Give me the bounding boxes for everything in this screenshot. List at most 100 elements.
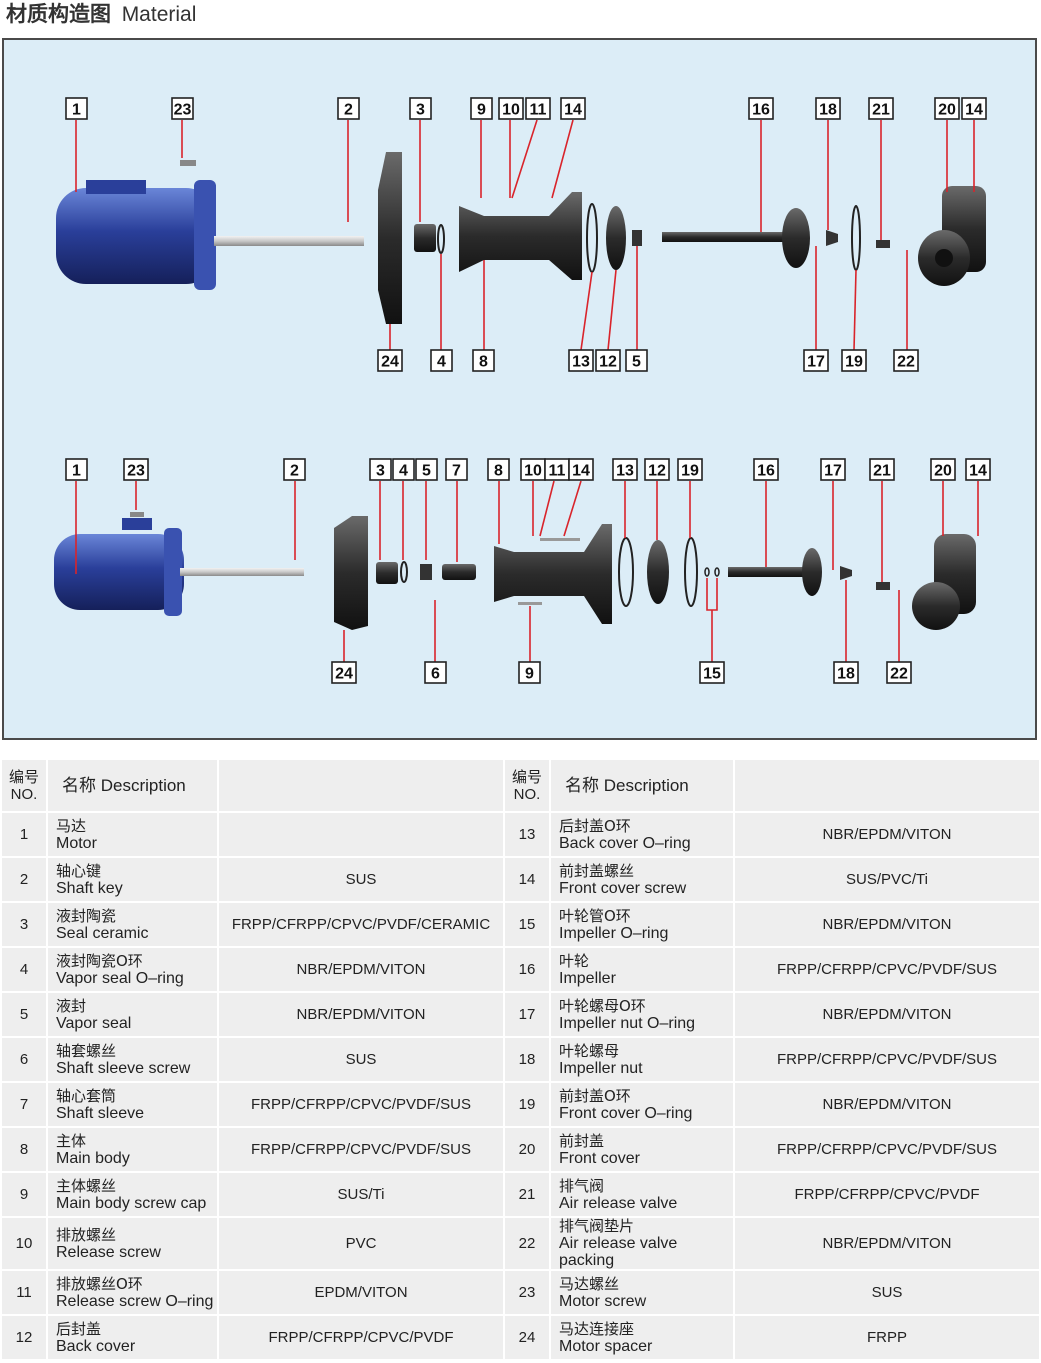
bottom-label-15: 15 (703, 666, 721, 683)
bottom-label-2: 2 (290, 463, 299, 480)
part-name-en: Shaft sleeve screw (56, 1059, 191, 1077)
part-material: SUS (219, 1038, 503, 1081)
part-name-en: Impeller nut (559, 1059, 643, 1077)
top-label-8: 8 (479, 354, 488, 371)
part-name-zh: 液封陶瓷 (56, 906, 117, 925)
part-name-en: Main body screw cap (56, 1194, 207, 1212)
motor-spacer-top (378, 152, 402, 324)
main-body-top (459, 192, 582, 280)
header-no: 编号 NO. (2, 760, 46, 811)
header-no-zh: 编号 (8, 767, 39, 786)
top-label-2: 2 (344, 102, 353, 119)
page-title: 材质构造图 Material (6, 0, 196, 32)
top-label-14b: 14 (965, 102, 983, 119)
impeller-top (662, 208, 810, 268)
top-label-1: 1 (72, 102, 81, 119)
part-no: 24 (505, 1316, 549, 1359)
top-label-22: 22 (897, 354, 915, 371)
header-no-zh-2: 编号 (511, 767, 542, 786)
part-material: SUS (735, 1271, 1039, 1314)
part-material: SUS (219, 858, 503, 901)
top-label-10: 10 (502, 102, 520, 119)
part-name-zh: 排放螺丝 (56, 1225, 117, 1244)
part-material: NBR/EPDM/VITON (735, 1083, 1039, 1126)
impeller-bottom (728, 548, 822, 596)
title-en: Material (121, 3, 197, 26)
part-no: 13 (505, 813, 549, 856)
part-material: NBR/EPDM/VITON (735, 1218, 1039, 1269)
part-name-en: Back cover O–ring (559, 834, 691, 852)
part-name-en: Front cover screw (559, 879, 687, 897)
bottom-label-5: 5 (422, 463, 431, 480)
motor-bottom (54, 518, 304, 616)
header-material (219, 760, 503, 811)
bottom-label-3: 3 (376, 463, 385, 480)
part-no: 21 (505, 1173, 549, 1216)
part-material: NBR/EPDM/VITON (219, 993, 503, 1036)
part-name-en: Motor spacer (559, 1337, 653, 1355)
part-name-en: Shaft key (56, 879, 123, 897)
part-material: FRPP/CFRPP/CPVC/PVDF (735, 1173, 1039, 1216)
shaft-sleeve-bottom (442, 564, 476, 580)
part-material: FRPP/CFRPP/CPVC/PVDF/SUS (735, 1038, 1039, 1081)
top-label-12: 12 (599, 354, 617, 371)
header-no-en-2: NO. (513, 785, 541, 803)
part-name-zh: 轴心套筒 (56, 1086, 117, 1105)
part-no: 14 (505, 858, 549, 901)
bottom-label-17: 17 (824, 463, 842, 480)
part-material: FRPP/CFRPP/CPVC/PVDF/SUS (735, 948, 1039, 991)
part-name-zh: 叶轮管O环 (559, 906, 631, 925)
part-material: NBR/EPDM/VITON (735, 813, 1039, 856)
part-material: SUS/PVC/Ti (735, 858, 1039, 901)
top-label-23: 23 (174, 102, 192, 119)
bottom-label-20: 20 (934, 463, 952, 480)
part-material: NBR/EPDM/VITON (735, 903, 1039, 946)
motor-spacer-bottom (334, 516, 368, 630)
motor-top (56, 180, 364, 290)
bottom-label-12: 12 (648, 463, 666, 480)
table-header: 编号 NO. 名称 Description 编号 NO. 名称 Descript… (2, 760, 1039, 811)
part-name-en: Back cover (56, 1337, 136, 1355)
bottom-label-7: 7 (452, 463, 461, 480)
part-material: FRPP/CFRPP/CPVC/PVDF (219, 1316, 503, 1359)
part-no: 18 (505, 1038, 549, 1081)
bottom-label-23: 23 (127, 463, 145, 480)
top-label-20: 20 (938, 102, 956, 119)
header-desc-2: 名称 Description (551, 760, 733, 811)
part-no: 7 (2, 1083, 46, 1126)
material-table: 编号 NO. 名称 Description 编号 NO. 名称 Descript… (0, 758, 1041, 1361)
leader-lines-top (75, 119, 975, 351)
part-no: 20 (505, 1128, 549, 1171)
part-no: 8 (2, 1128, 46, 1171)
bottom-label-1: 1 (72, 463, 81, 480)
part-no: 16 (505, 948, 549, 991)
part-no: 23 (505, 1271, 549, 1314)
part-name-en: Front cover (559, 1149, 640, 1167)
part-no: 12 (2, 1316, 46, 1359)
top-assembly (56, 119, 986, 351)
header-no-en: NO. (10, 785, 38, 803)
part-name-zh: 排放螺丝O环 (56, 1274, 143, 1293)
part-no: 6 (2, 1038, 46, 1081)
top-label-17: 17 (807, 354, 825, 371)
part-name-zh: 后封盖 (56, 1319, 102, 1338)
part-name-en: Shaft sleeve (56, 1104, 145, 1122)
top-label-18: 18 (819, 102, 837, 119)
top-label-3: 3 (416, 102, 425, 119)
